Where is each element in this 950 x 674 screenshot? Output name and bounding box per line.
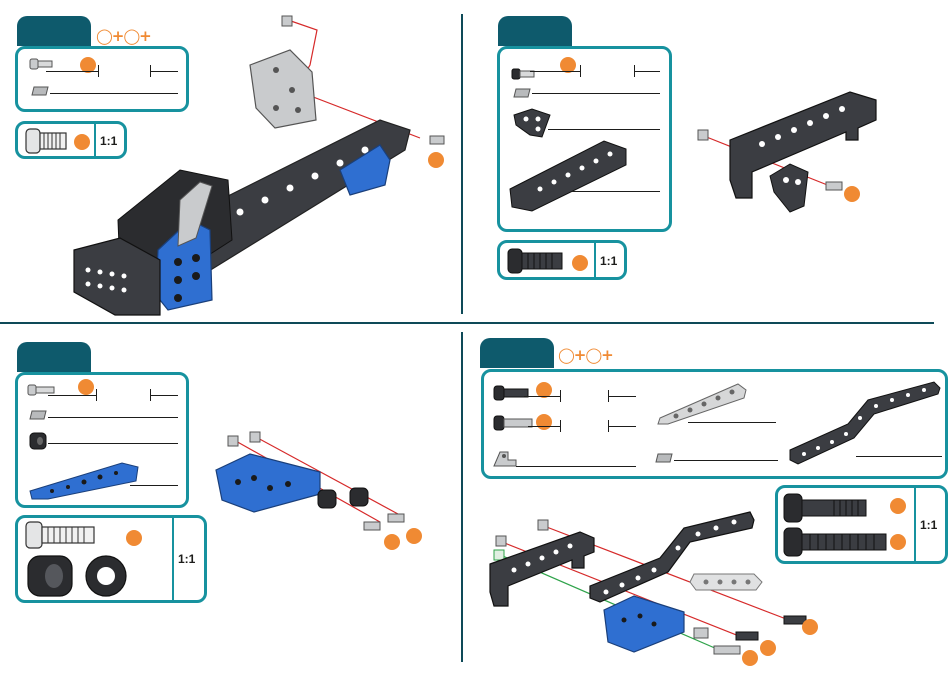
step-tab bbox=[480, 338, 554, 368]
count-marker bbox=[78, 379, 94, 395]
length-line bbox=[608, 396, 636, 397]
step-tab bbox=[498, 16, 572, 46]
ratio-label: 1:1 bbox=[600, 254, 617, 268]
scale-box: 1:1 bbox=[497, 240, 627, 280]
small-bracket-icon bbox=[694, 628, 708, 638]
screw-icon bbox=[26, 522, 98, 548]
nut-icon bbox=[538, 520, 548, 530]
nut-icon bbox=[514, 87, 532, 99]
parts-box bbox=[497, 46, 672, 232]
length-tick bbox=[560, 390, 561, 402]
nut-icon bbox=[228, 436, 238, 446]
count-marker bbox=[384, 534, 400, 550]
small-bracket-icon bbox=[494, 450, 518, 468]
long-screw-icon bbox=[494, 384, 530, 404]
nut-icon bbox=[656, 452, 674, 464]
count-marker bbox=[844, 186, 860, 202]
corner-bracket-icon bbox=[512, 109, 552, 139]
screw-icon bbox=[826, 182, 842, 190]
spacer-icon bbox=[318, 490, 336, 508]
length-line bbox=[530, 71, 580, 72]
blue-bracket bbox=[604, 596, 684, 652]
length-line bbox=[48, 443, 178, 444]
length-line bbox=[528, 426, 560, 427]
scale-box: 1:1 bbox=[15, 515, 207, 603]
flat-strip-icon bbox=[656, 380, 748, 426]
count-marker bbox=[802, 619, 818, 635]
angle-girder-icon bbox=[508, 139, 628, 213]
spacer-icon bbox=[30, 433, 48, 449]
length-line bbox=[524, 396, 560, 397]
length-tick bbox=[580, 65, 581, 77]
nut-icon bbox=[30, 409, 48, 421]
screw-icon bbox=[430, 136, 444, 144]
length-line bbox=[130, 485, 178, 486]
length-line bbox=[516, 466, 636, 467]
spacer-icon bbox=[350, 488, 368, 506]
count-marker bbox=[536, 414, 552, 430]
spacer-icon bbox=[26, 554, 136, 598]
count-marker bbox=[760, 640, 776, 656]
divider-vertical-bottom bbox=[461, 332, 463, 662]
length-line bbox=[548, 129, 660, 130]
length-line bbox=[856, 456, 942, 457]
quantity-symbol: ◯+◯+ bbox=[558, 346, 613, 364]
step-tab bbox=[17, 342, 91, 372]
nut-icon bbox=[250, 432, 260, 442]
assembly-illustration bbox=[690, 80, 930, 240]
count-marker bbox=[572, 255, 588, 271]
corner-bracket bbox=[770, 164, 808, 212]
bent-girder-icon bbox=[788, 380, 942, 464]
long-screw-icon bbox=[494, 414, 534, 434]
length-line bbox=[688, 422, 776, 423]
length-line bbox=[634, 71, 660, 72]
nut-icon bbox=[698, 130, 708, 140]
length-tick bbox=[560, 420, 561, 432]
length-line bbox=[150, 395, 178, 396]
screw-icon bbox=[508, 249, 564, 273]
blue-bracket-icon bbox=[28, 461, 140, 501]
screw-icon bbox=[388, 514, 404, 522]
flat-strip bbox=[690, 574, 762, 590]
count-marker bbox=[890, 534, 906, 550]
flat-plate bbox=[250, 50, 316, 128]
scale-separator bbox=[594, 243, 596, 277]
screw-icon bbox=[512, 67, 536, 81]
scale-separator bbox=[914, 488, 916, 561]
ratio-label: 1:1 bbox=[178, 552, 195, 566]
count-marker bbox=[742, 650, 758, 666]
parts-box bbox=[15, 372, 189, 508]
nut-icon bbox=[282, 16, 292, 26]
length-line bbox=[674, 460, 778, 461]
assembly-illustration bbox=[60, 10, 460, 320]
divider-horizontal bbox=[0, 322, 934, 324]
assembly-illustration bbox=[210, 430, 440, 560]
screw-icon bbox=[30, 57, 54, 71]
length-tick bbox=[96, 389, 97, 401]
screw-icon bbox=[364, 522, 380, 530]
parts-box bbox=[481, 369, 948, 479]
length-line bbox=[48, 417, 178, 418]
count-marker bbox=[406, 528, 422, 544]
count-marker bbox=[890, 498, 906, 514]
nut-icon bbox=[494, 550, 504, 560]
divider-vertical-top bbox=[461, 14, 463, 314]
length-line bbox=[532, 93, 660, 94]
count-marker bbox=[126, 530, 142, 546]
scale-separator bbox=[172, 518, 174, 600]
count-marker bbox=[428, 152, 444, 168]
long-screw-icon bbox=[736, 632, 758, 640]
length-line bbox=[48, 395, 96, 396]
nut-icon bbox=[32, 85, 50, 97]
ratio-label: 1:1 bbox=[920, 518, 937, 532]
length-line bbox=[572, 191, 660, 192]
nut-icon bbox=[496, 536, 506, 546]
length-line bbox=[608, 426, 636, 427]
long-screw-icon bbox=[714, 646, 740, 654]
